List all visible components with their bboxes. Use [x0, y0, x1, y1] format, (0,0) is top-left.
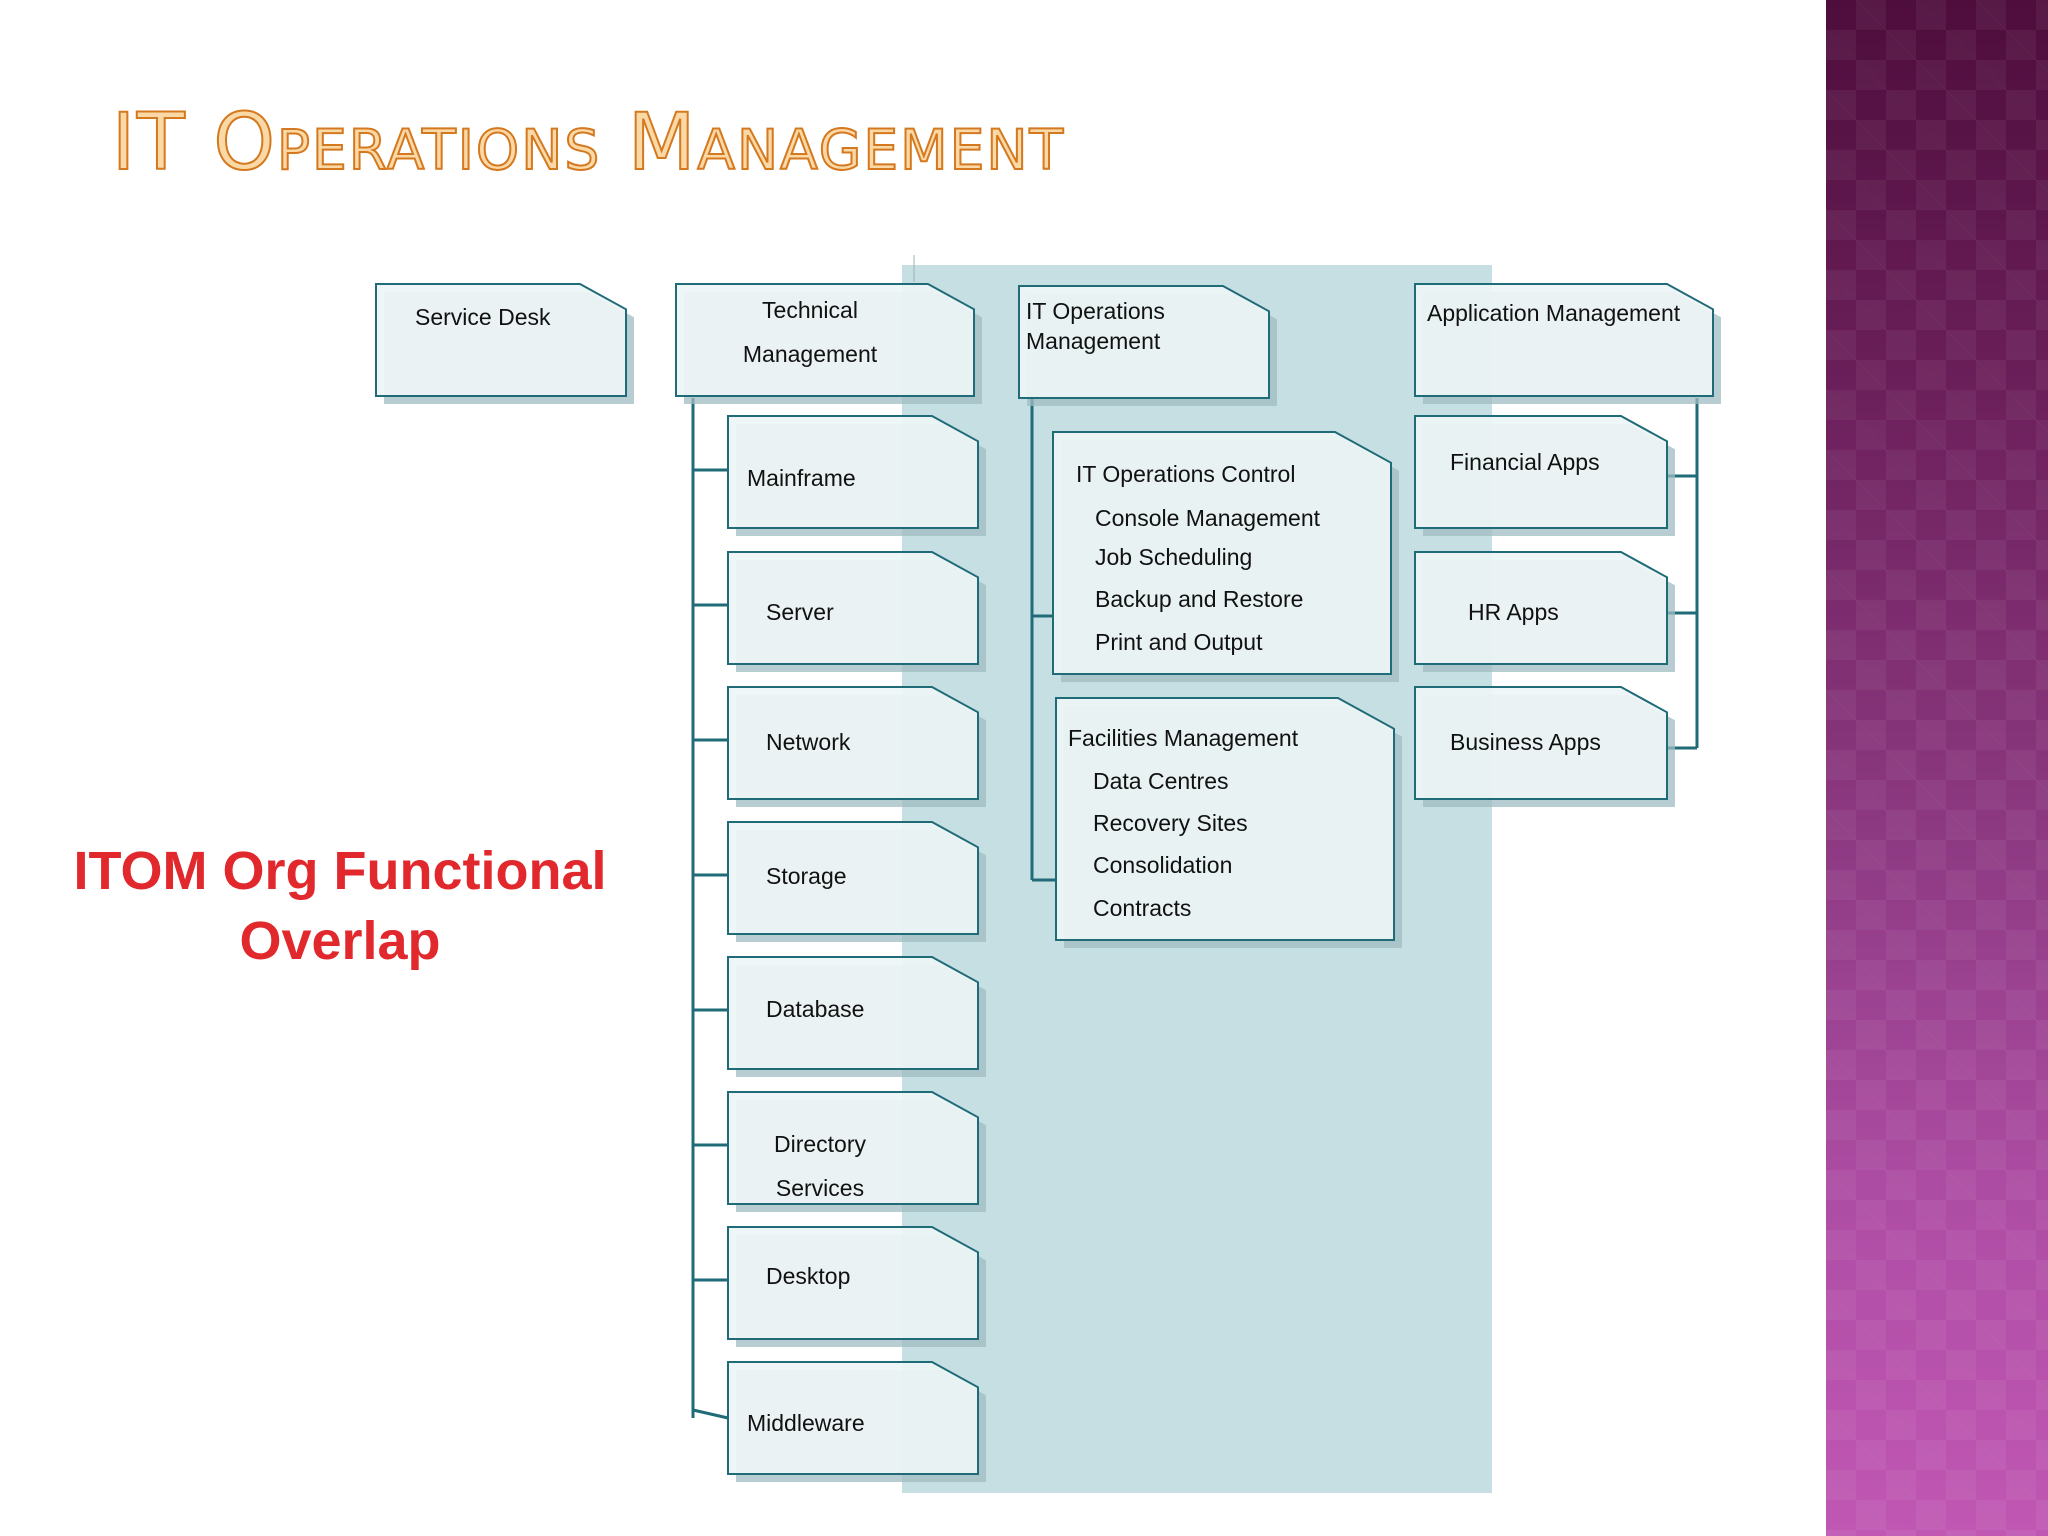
box-technical-child — [727, 1361, 986, 1482]
node-itom-line2: Management — [1026, 328, 1161, 354]
itoc-heading: IT Operations Control — [1076, 461, 1296, 487]
facilities-item: Recovery Sites — [1093, 810, 1248, 836]
box-technical-child — [727, 551, 986, 672]
node-storage: Storage — [766, 863, 847, 889]
box-technical-child — [727, 956, 986, 1077]
box-facilities-management — [1055, 697, 1402, 948]
node-hr-apps: HR Apps — [1468, 599, 1559, 625]
node-desktop: Desktop — [766, 1263, 851, 1289]
box-technical-child — [727, 821, 986, 942]
facilities-item: Contracts — [1093, 895, 1192, 921]
node-directory-services: Directory Services — [740, 1122, 900, 1210]
node-technical-management-line1: Technical — [762, 297, 858, 323]
box-service-desk — [375, 283, 634, 404]
itoc-item: Print and Output — [1095, 629, 1263, 655]
box-technical-child — [727, 1226, 986, 1347]
box-application-management — [1414, 283, 1721, 404]
node-it-operations-management: IT Operations Management — [1026, 296, 1165, 356]
itoc-item: Job Scheduling — [1095, 544, 1253, 570]
box-technical-child — [727, 415, 986, 536]
facilities-item: Data Centres — [1093, 768, 1229, 794]
node-mainframe: Mainframe — [747, 465, 856, 491]
node-service-desk: Service Desk — [415, 304, 551, 330]
node-business-apps: Business Apps — [1450, 729, 1601, 755]
connector-technical-branch — [692, 1408, 729, 1420]
node-database: Database — [766, 996, 865, 1022]
box-it-operations-management — [1018, 285, 1277, 406]
slide-title: IT Operations Management — [111, 97, 1066, 189]
facilities-heading: Facilities Management — [1068, 725, 1299, 751]
overlap-caption: ITOM Org Functional Overlap — [73, 841, 607, 971]
node-application-management: Application Management — [1427, 300, 1681, 326]
node-middleware: Middleware — [747, 1410, 865, 1436]
node-financial-apps: Financial Apps — [1450, 449, 1600, 475]
node-directory-services-line2: Services — [775, 1175, 865, 1201]
decorative-sidebar — [1826, 0, 2048, 1536]
box-application-child — [1414, 551, 1675, 672]
node-technical-management: Technical Management — [680, 288, 940, 376]
box-it-operations-control — [1052, 431, 1399, 682]
node-itom-line1: IT Operations — [1026, 298, 1165, 324]
box-technical-management — [675, 283, 982, 404]
itoc-item: Backup and Restore — [1095, 586, 1304, 612]
box-technical-child — [727, 1091, 986, 1212]
node-directory-services-line1: Directory — [773, 1131, 866, 1157]
node-server: Server — [766, 599, 834, 625]
node-network: Network — [766, 729, 851, 755]
node-technical-management-line2: Management — [742, 341, 878, 367]
box-application-child — [1414, 415, 1675, 536]
node-boxes — [375, 283, 1721, 1482]
itoc-item: Console Management — [1095, 505, 1321, 531]
box-technical-child — [727, 686, 986, 807]
facilities-item: Consolidation — [1093, 852, 1233, 878]
box-application-child — [1414, 686, 1675, 807]
